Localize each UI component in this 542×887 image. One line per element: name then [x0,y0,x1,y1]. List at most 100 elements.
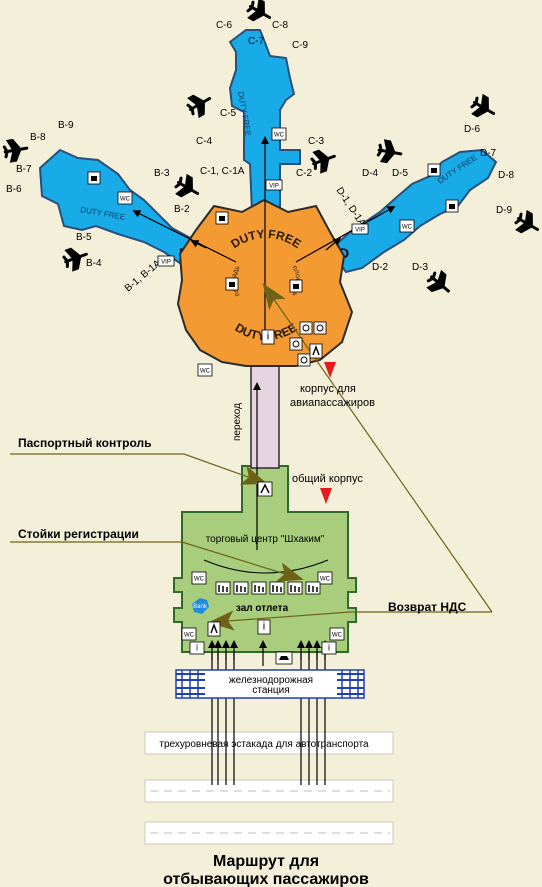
svg-text:WC: WC [194,577,205,583]
wc-icon: WC [271,127,287,141]
gate-c-4: C-4 [196,136,213,147]
passport-control-icon [309,343,323,359]
gate-b-3: B-3 [154,168,170,179]
checkin-counters-label: Стойки регистрации [18,527,139,541]
accessibility-icon [313,321,327,335]
shopping-center-label: торговый центр "Шхаким" [206,534,325,545]
gate-d-6: D-6 [464,124,481,135]
checkin-icon [269,581,285,595]
gate-d-3: D-3 [412,262,429,273]
svg-text:i: i [328,643,330,653]
road-overpass: трехуровневая эстакада для автотранспорт… [144,731,394,845]
airplane-icon [246,0,272,22]
wc-icon: WC [191,571,207,585]
passport-control-icon [207,621,221,637]
info-icon: i [261,329,275,345]
wc-icon: WC [117,191,133,205]
wc-icon: WC [399,219,415,233]
title-line-1: Маршрут для [213,853,319,870]
airplane-icon [62,247,88,272]
railway-station: железнодорожная станция [175,669,365,699]
info-icon: i [321,641,337,655]
wc-icon: WC [329,627,345,641]
svg-text:VIP: VIP [355,228,365,234]
gate-b-8: B-8 [30,132,46,143]
cafe-icon [87,171,101,185]
passage: переход [232,347,280,469]
railway-label-2: станция [252,685,289,696]
accessibility-icon [299,321,313,335]
accessibility-icon [297,353,311,367]
pier-d-letter: D [339,245,349,261]
svg-text:WC: WC [332,633,343,639]
cafe-icon [225,277,239,291]
airplane-icon [310,149,336,174]
pier-c-entrance-gates: C-1, C-1A [200,166,245,177]
svg-text:WC: WC [274,133,285,139]
callout-lines [10,283,493,631]
gate-d-4: D-4 [362,168,379,179]
gate-c-5: C-5 [220,108,237,119]
bank-icon: Bank [192,598,209,614]
svg-text:WC: WC [120,197,131,203]
airplanes [2,0,540,293]
svg-text:VIP: VIP [161,260,171,266]
red-marker-common-building [320,488,332,504]
svg-text:WC: WC [320,577,331,583]
airplane-icon [470,93,496,118]
airplane-icon [174,173,200,198]
svg-text:i: i [263,621,265,633]
gate-d-9: D-9 [496,205,513,216]
gate-c-7: C-7 [248,36,265,47]
vip-icon: VIP [265,179,283,191]
checkin-icon [251,581,267,595]
cafe-icon [427,163,441,177]
passage-label: переход [232,403,243,441]
accessibility-icon [289,337,303,351]
wc-icon: WC [181,627,197,641]
common-building-label: общий корпус [292,473,363,485]
gate-b-4: B-4 [86,258,102,269]
gate-b-9: B-9 [58,120,74,131]
overpass-label: трехуровневая эстакада для автотранспорт… [159,739,369,750]
gate-c-9: C-9 [292,40,309,51]
info-icon: i [257,619,271,635]
gate-c-8: C-8 [272,20,289,31]
wc-icon: WC [197,363,213,377]
checkin-icon [287,581,303,595]
title-line-2: отбывающих пассажиров [163,871,369,887]
airplane-icon [376,139,403,164]
checkin-icon [233,581,249,595]
gate-d-7: D-7 [480,148,497,159]
svg-text:VIP: VIP [269,184,279,190]
gate-c-3: C-3 [308,136,325,147]
passenger-building-label-1: корпус для [300,383,356,395]
svg-text:Bank: Bank [193,604,208,610]
red-marker-passenger-building [324,362,336,378]
cafe-icon [215,211,229,225]
checkin-icon [215,581,231,595]
airplane-icon [426,269,450,293]
cafe-icon [289,279,303,293]
gate-c-6: C-6 [216,20,233,31]
vat-refund-label: Возврат НДС [388,600,467,614]
airplane-icon [186,94,212,119]
passport-control-label: Паспортный контроль [18,436,151,450]
svg-text:WC: WC [184,633,195,639]
gate-c-2: C-2 [296,168,313,179]
gate-d-2: D-2 [372,262,389,273]
info-icon [275,651,293,665]
gate-b-5: B-5 [76,232,92,243]
passport-control-icon [257,481,273,497]
svg-text:WC: WC [200,369,211,375]
gate-d-8: D-8 [498,170,515,181]
wc-icon: WC [317,571,333,585]
departure-hall-label: зал отлета [236,603,289,614]
gate-b-7: B-7 [16,164,32,175]
airplane-icon [2,138,29,163]
checkin-icon [305,581,321,595]
svg-text:i: i [267,331,269,343]
passenger-building-label-2: авиапассажиров [290,397,375,409]
